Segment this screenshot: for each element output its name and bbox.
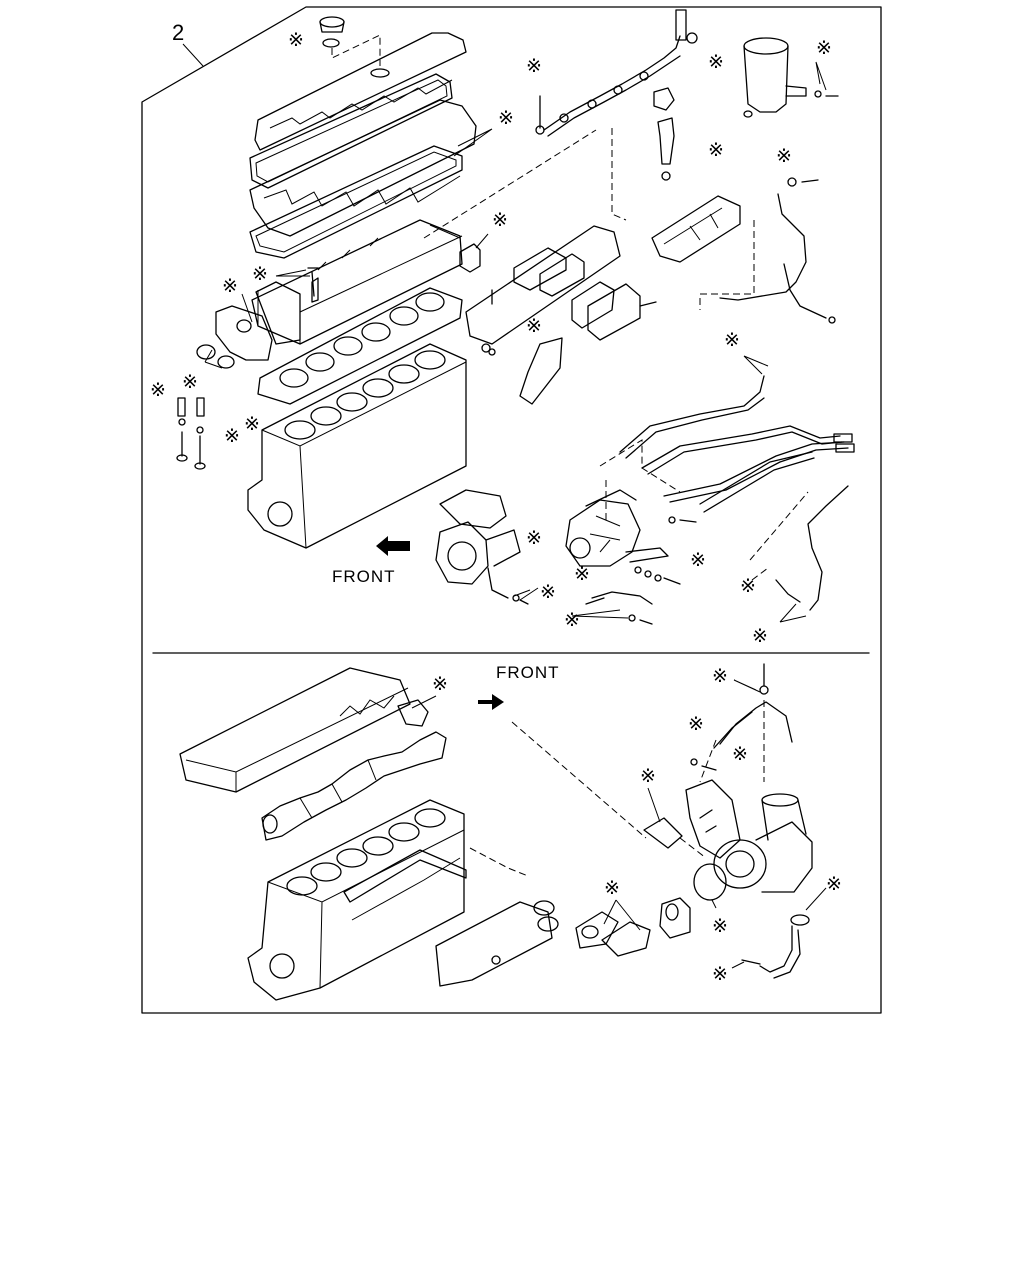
svg-text:※: ※ [432, 673, 448, 695]
svg-text:※: ※ [816, 37, 832, 59]
svg-text:※: ※ [526, 527, 542, 549]
lower-view: FRONT ※ ※ ※ ※ ※ ※ ※ ※ ※ [179, 663, 842, 1001]
reference-markers-lower: ※ ※ ※ ※ ※ ※ ※ ※ ※ [432, 665, 842, 985]
turbo-gasket [643, 817, 683, 849]
svg-text:※: ※ [526, 315, 542, 337]
oil-cooler-gasket [575, 897, 691, 957]
exhaust-manifold [465, 225, 657, 405]
upper-view: FRONT ※ ※ ※ ※ ※ ※ ※ ※ ※ ※ ※ ※ ※ ※ ※ [150, 9, 855, 647]
oil-cooler-cover [435, 900, 559, 987]
leak-off-pipe [807, 485, 849, 611]
svg-text:FRONT: FRONT [332, 567, 396, 586]
kit-frame [141, 6, 882, 1014]
svg-text:※: ※ [708, 139, 724, 161]
svg-text:※: ※ [708, 51, 724, 73]
svg-text:※: ※ [182, 371, 198, 393]
svg-text:※: ※ [740, 575, 756, 597]
svg-text:※: ※ [252, 263, 268, 285]
front-arrow-lower: FRONT [478, 663, 560, 710]
valve-set [176, 397, 206, 470]
turbo-oil-feed-pipe [690, 663, 793, 771]
cylinder-head [251, 219, 463, 345]
svg-text:※: ※ [688, 713, 704, 735]
svg-text:※: ※ [540, 581, 556, 603]
lube-pipe [591, 591, 653, 605]
turbo-oil-return-pipe [741, 914, 810, 979]
head-cover [254, 32, 467, 151]
thermostat-housing [196, 281, 301, 369]
svg-text:※: ※ [150, 379, 166, 401]
svg-text:※: ※ [574, 563, 590, 585]
svg-text:※: ※ [712, 963, 728, 985]
svg-text:※: ※ [640, 765, 656, 787]
fuel-filter [743, 37, 839, 118]
svg-text:※: ※ [244, 413, 260, 435]
injection-pump [565, 489, 681, 585]
cylinder-block [247, 343, 467, 549]
svg-text:FRONT: FRONT [496, 663, 560, 682]
fuel-injector [657, 117, 675, 181]
svg-text:※: ※ [724, 329, 740, 351]
svg-text:※: ※ [564, 609, 580, 631]
cylinder-head-gasket [257, 287, 463, 405]
oil-filler-cap [319, 16, 390, 78]
lower-exhaust-manifold [261, 699, 447, 841]
manifold-gasket [459, 243, 481, 273]
reference-markers: ※ ※ ※ ※ ※ ※ ※ ※ ※ ※ ※ ※ ※ ※ ※ ※ ※ ※ ※ ※ … [150, 29, 832, 647]
svg-text:※: ※ [604, 877, 620, 899]
fuel-return-pipe [719, 177, 836, 324]
svg-text:※: ※ [222, 275, 238, 297]
svg-text:※: ※ [492, 209, 508, 231]
kit-number-leader [182, 43, 204, 67]
svg-text:※: ※ [224, 425, 240, 447]
svg-text:※: ※ [498, 107, 514, 129]
injector-harness [535, 9, 698, 137]
rocker-cover [249, 99, 477, 237]
turbocharger [685, 779, 813, 901]
injection-pipes [619, 375, 855, 513]
front-arrow-upper: FRONT [332, 536, 410, 586]
head-cover-gasket [249, 73, 453, 189]
svg-text:※: ※ [826, 873, 842, 895]
svg-text:※: ※ [526, 55, 542, 77]
svg-text:※: ※ [690, 549, 706, 571]
svg-text:※: ※ [288, 29, 304, 51]
svg-text:※: ※ [752, 625, 768, 647]
lower-cylinder-block [247, 799, 467, 1001]
svg-text:※: ※ [776, 145, 792, 167]
svg-text:※: ※ [712, 915, 728, 937]
svg-text:※: ※ [712, 665, 728, 687]
common-rail [651, 195, 741, 263]
rocker-gasket [249, 145, 463, 259]
kit-number: 2 [172, 20, 184, 45]
lower-head-cover [179, 667, 411, 793]
svg-text:※: ※ [732, 743, 748, 765]
air-compressor [435, 489, 521, 599]
